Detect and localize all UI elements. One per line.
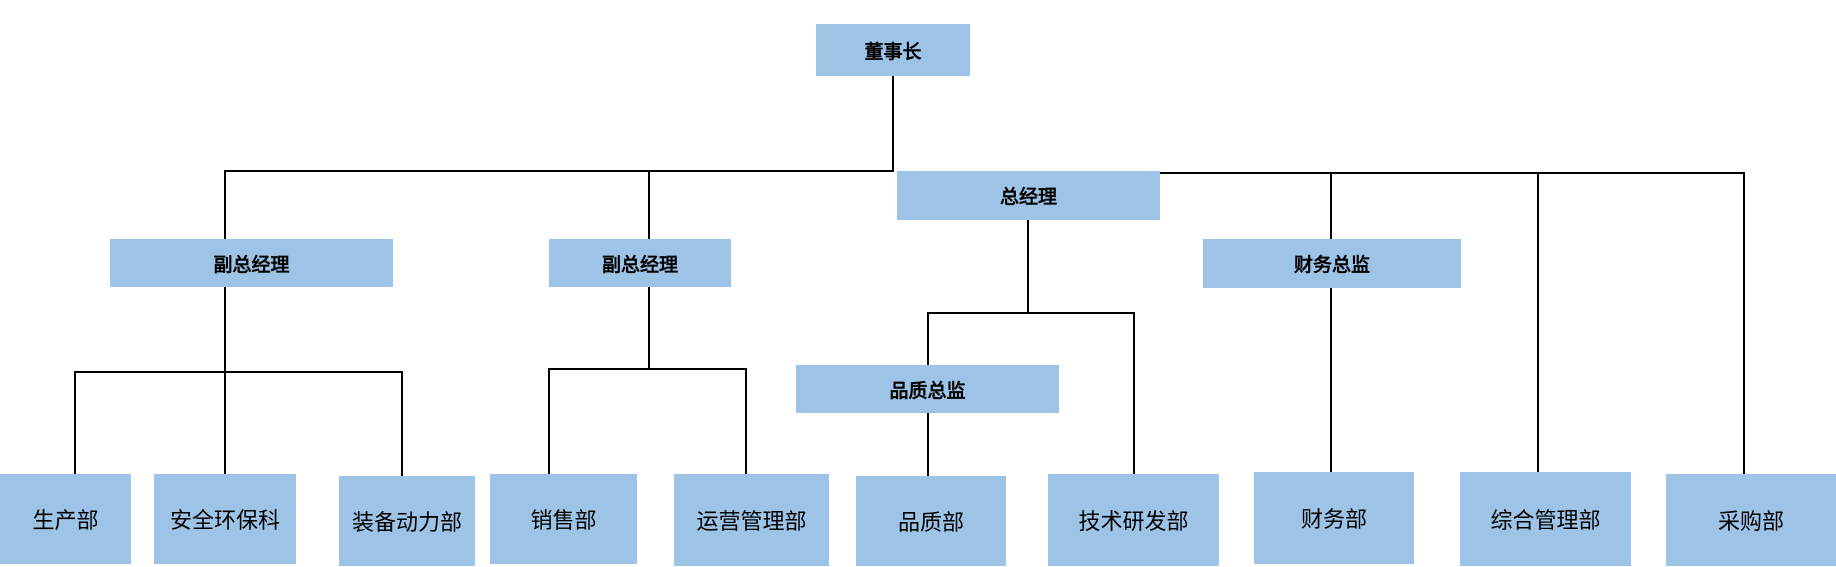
equipment-power-dept-box: 装备动力部	[339, 476, 475, 566]
production-dept-box: 生产部	[0, 474, 131, 564]
safety-env-section-box: 安全环保科	[154, 474, 296, 564]
sales-dept-box: 销售部	[490, 474, 637, 564]
finance-dept-box: 财务部	[1254, 472, 1414, 564]
connector-chairman-bus	[224, 75, 894, 240]
connector-deputy-2-bus	[548, 368, 747, 474]
operations-mgmt-dept-box: 运营管理部	[674, 474, 829, 566]
chairman-box: 董事长	[816, 24, 970, 76]
general-admin-dept-box: 综合管理部	[1460, 472, 1631, 566]
tech-rnd-dept-box: 技术研发部	[1048, 474, 1219, 566]
connector-gm-right-bus	[1160, 172, 1745, 474]
connector-gm-bus	[927, 312, 1135, 474]
quality-director-box: 品质总监	[796, 365, 1059, 413]
general-manager-box: 总经理	[897, 171, 1160, 220]
purchasing-dept-box: 采购部	[1666, 474, 1836, 566]
finance-director-box: 财务总监	[1203, 239, 1461, 288]
connector-deputy-1-bus	[74, 371, 403, 476]
deputy-gm-box-2: 副总经理	[549, 239, 731, 287]
deputy-gm-box-1: 副总经理	[110, 239, 393, 287]
quality-dept-box: 品质部	[856, 476, 1006, 566]
